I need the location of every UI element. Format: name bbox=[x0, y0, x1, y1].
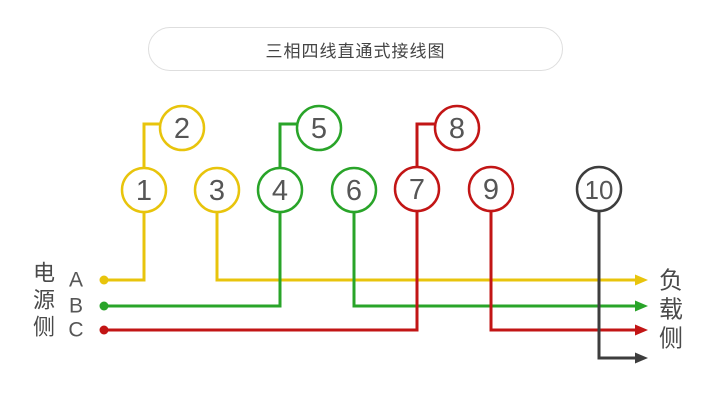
terminal-10: 10 bbox=[575, 165, 623, 213]
terminal-4: 4 bbox=[256, 166, 304, 214]
wire-phase-a-voltage-tap bbox=[142, 122, 166, 172]
phase-label-c: C bbox=[68, 319, 83, 342]
arrowhead-neutral-load-icon bbox=[635, 352, 648, 364]
source-side-label-char-1: 源 bbox=[33, 288, 55, 313]
wire-phase-c-load-line bbox=[489, 205, 635, 332]
wire-phase-c-voltage-tap-line bbox=[415, 122, 441, 171]
terminal-2: 2 bbox=[158, 104, 206, 152]
terminal-4-number: 4 bbox=[272, 175, 288, 207]
wire-neutral-load bbox=[597, 205, 648, 364]
wire-phase-b-voltage-tap-line bbox=[278, 122, 303, 172]
terminal-8: 8 bbox=[433, 104, 481, 152]
terminal-3-number: 3 bbox=[209, 175, 225, 207]
wire-phase-a-source-line bbox=[104, 206, 146, 282]
wire-phase-c-source bbox=[104, 205, 419, 332]
wire-phase-b-source-line bbox=[104, 206, 282, 308]
wire-phase-c-load bbox=[489, 205, 648, 336]
diagram-title-pill: 三相四线直通式接线图 bbox=[148, 27, 563, 71]
wire-phase-c-source-line bbox=[104, 205, 419, 332]
source-side-label-char-2: 侧 bbox=[33, 315, 55, 340]
terminal-8-number: 8 bbox=[449, 113, 465, 145]
terminal-10-number: 10 bbox=[585, 175, 614, 205]
wire-phase-c-voltage-tap bbox=[415, 122, 441, 171]
diagram-title: 三相四线直通式接线图 bbox=[265, 41, 446, 61]
load-side-label-char-1: 载 bbox=[659, 297, 683, 324]
terminal-7-number: 7 bbox=[409, 174, 425, 206]
arrowhead-phase-c-load-icon bbox=[635, 324, 648, 336]
terminal-6-circle bbox=[330, 166, 378, 214]
wire-phase-b-source bbox=[104, 206, 282, 308]
wire-phase-b-voltage-tap bbox=[278, 122, 303, 172]
phase-label-a: A bbox=[69, 269, 83, 292]
load-side-label-char-0: 负 bbox=[659, 268, 683, 295]
terminal-9-circle bbox=[467, 165, 515, 213]
terminal-9-number: 9 bbox=[483, 174, 499, 206]
arrowhead-phase-a-load-icon bbox=[635, 274, 648, 286]
terminal-2-circle bbox=[158, 104, 206, 152]
terminal-9: 9 bbox=[467, 165, 515, 213]
terminal-4-circle bbox=[256, 166, 304, 214]
wire-neutral-load-line bbox=[597, 205, 635, 360]
terminal-3-circle bbox=[193, 166, 241, 214]
wire-phase-a-load bbox=[215, 206, 648, 286]
terminal-1: 1 bbox=[120, 166, 168, 214]
junction-dot-phase-c bbox=[99, 325, 109, 335]
terminal-7: 7 bbox=[393, 165, 441, 213]
terminal-6: 6 bbox=[330, 166, 378, 214]
terminal-10-circle bbox=[575, 165, 623, 213]
wire-phase-b-load bbox=[352, 206, 648, 312]
phase-label-b: B bbox=[69, 295, 83, 318]
source-side-label-char-0: 电 bbox=[33, 261, 55, 286]
arrowhead-phase-b-load-icon bbox=[635, 300, 648, 312]
terminal-2-number: 2 bbox=[174, 113, 190, 145]
terminal-8-circle bbox=[433, 104, 481, 152]
terminal-1-number: 1 bbox=[136, 175, 152, 207]
terminal-5-circle bbox=[295, 104, 343, 152]
terminal-5-number: 5 bbox=[311, 113, 327, 145]
terminal-6-number: 6 bbox=[346, 175, 362, 207]
wire-phase-a-voltage-tap-line bbox=[142, 122, 166, 172]
terminal-1-circle bbox=[120, 166, 168, 214]
terminal-7-circle bbox=[393, 165, 441, 213]
wire-phase-a-load-line bbox=[215, 206, 635, 282]
junction-dot-phase-b bbox=[99, 301, 109, 311]
terminal-5: 5 bbox=[295, 104, 343, 152]
terminal-3: 3 bbox=[193, 166, 241, 214]
load-side-label-char-2: 侧 bbox=[659, 326, 683, 353]
wire-phase-b-load-line bbox=[352, 206, 635, 308]
junction-dot-phase-a bbox=[99, 275, 109, 285]
wire-phase-a-source bbox=[104, 206, 146, 282]
